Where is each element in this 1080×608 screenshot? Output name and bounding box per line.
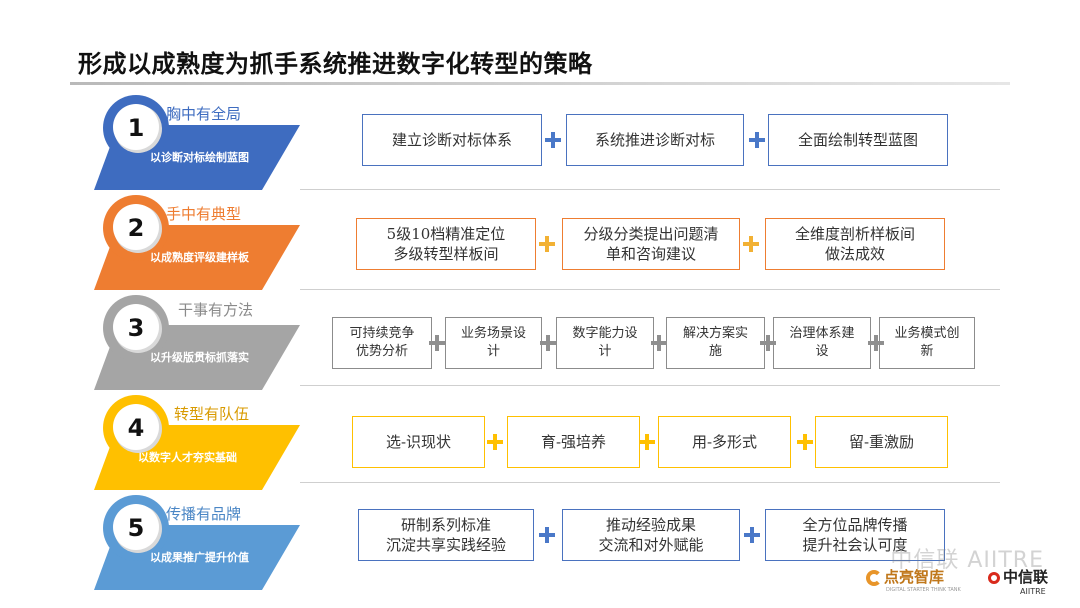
strategy-item-box: 全维度剖析样板间 做法成效 — [765, 218, 945, 270]
strategy-row: 1 胸中有全局以诊断对标绘制蓝图 建立诊断对标体系系统推进诊断对标全面绘制转型蓝图 — [0, 92, 1080, 192]
badge-number-circle — [113, 104, 159, 150]
badge-number-circle — [113, 304, 159, 350]
page-title: 形成以成熟度为抓手系统推进数字化转型的策略 — [78, 50, 593, 78]
plus-icon — [797, 434, 813, 450]
step-subheading: 以诊断对标绘制蓝图 — [150, 151, 249, 164]
plus-icon — [429, 335, 445, 351]
logo-digital-starter-sub: DIGITAL STARTER THINK TANK — [886, 587, 961, 593]
plus-icon — [539, 236, 555, 252]
step-badge: 2 — [94, 195, 300, 290]
step-subheading: 以数字人才夯实基础 — [138, 451, 237, 464]
step-subheading: 以成果推广提升价值 — [150, 551, 249, 564]
strategy-item-box: 推动经验成果 交流和对外赋能 — [562, 509, 740, 561]
row-divider — [300, 385, 1000, 386]
watermark: 中信联 AIITRE — [890, 548, 1044, 573]
title-divider — [70, 82, 1010, 85]
strategy-row: 2 手中有典型以成熟度评级建样板 5级10档精准定位 多级转型样板间分级分类提出问题… — [0, 192, 1080, 292]
plus-icon — [540, 335, 556, 351]
strategy-item-box: 治理体系建 设 — [773, 317, 871, 369]
plus-icon — [868, 335, 884, 351]
step-subheading: 以成熟度评级建样板 — [150, 251, 249, 264]
step-heading: 胸中有全局 — [166, 105, 242, 123]
row-divider — [300, 289, 1000, 290]
plus-icon — [487, 434, 503, 450]
logo-aiitre: 中信联 — [988, 566, 1048, 587]
step-heading: 传播有品牌 — [166, 505, 242, 523]
strategy-row: 5 传播有品牌以成果推广提升价值 研制系列标准 沉淀共享实践经验推动经验成果 交流和… — [0, 492, 1080, 592]
step-number: 2 — [128, 214, 145, 242]
step-heading: 手中有典型 — [166, 205, 242, 223]
strategy-item-box: 育-强培养 — [507, 416, 640, 468]
plus-icon — [651, 335, 667, 351]
strategy-item-box: 分级分类提出问题清 单和咨询建议 — [562, 218, 740, 270]
strategy-item-box: 全面绘制转型蓝图 — [768, 114, 948, 166]
strategy-item-box: 可持续竞争 优势分析 — [332, 317, 432, 369]
strategy-item-box: 业务模式创 新 — [879, 317, 975, 369]
row-divider — [300, 189, 1000, 190]
strategy-item-box: 全方位品牌传播 提升社会认可度 — [765, 509, 945, 561]
step-number: 1 — [128, 114, 145, 142]
strategy-item-box: 数字能力设 计 — [556, 317, 654, 369]
plus-icon — [749, 132, 765, 148]
strategy-item-box: 研制系列标准 沉淀共享实践经验 — [358, 509, 534, 561]
badge-number-circle — [113, 204, 159, 250]
step-heading: 转型有队伍 — [174, 405, 250, 423]
logo-aiitre-sub: AIITRE — [1020, 587, 1046, 596]
strategy-item-box: 业务场景设 计 — [445, 317, 542, 369]
row-divider — [300, 482, 1000, 483]
strategy-item-box: 系统推进诊断对标 — [566, 114, 744, 166]
strategy-item-box: 选-识现状 — [352, 416, 485, 468]
strategy-row: 3 干事有方法以升级版贯标抓落实 可持续竞争 优势分析业务场景设 计数字能力设 计解… — [0, 292, 1080, 392]
step-number: 5 — [128, 514, 145, 542]
strategy-item-box: 留-重激励 — [815, 416, 948, 468]
strategy-item-box: 5级10档精准定位 多级转型样板间 — [356, 218, 536, 270]
strategy-row: 4 转型有队伍以数字人才夯实基础 选-识现状育-强培养用-多形式留-重激励 — [0, 392, 1080, 492]
strategy-item-box: 建立诊断对标体系 — [362, 114, 542, 166]
step-badge: 5 — [94, 495, 300, 590]
plus-icon — [545, 132, 561, 148]
plus-icon — [639, 434, 655, 450]
strategy-item-box: 解决方案实 施 — [666, 317, 765, 369]
step-number: 4 — [128, 414, 145, 442]
plus-icon — [539, 527, 555, 543]
badge-number-circle — [113, 404, 159, 450]
step-heading: 干事有方法 — [178, 301, 254, 319]
plus-icon — [744, 527, 760, 543]
step-badge: 4 — [94, 395, 300, 490]
plus-icon — [743, 236, 759, 252]
step-badge: 3 — [94, 295, 300, 390]
step-badge: 1 — [94, 95, 300, 190]
step-number: 3 — [128, 314, 145, 342]
step-subheading: 以升级版贯标抓落实 — [150, 351, 249, 364]
plus-icon — [760, 335, 776, 351]
strategy-item-box: 用-多形式 — [658, 416, 791, 468]
logo-digital-starter: 点亮智库 — [866, 566, 944, 587]
badge-number-circle — [113, 504, 159, 550]
